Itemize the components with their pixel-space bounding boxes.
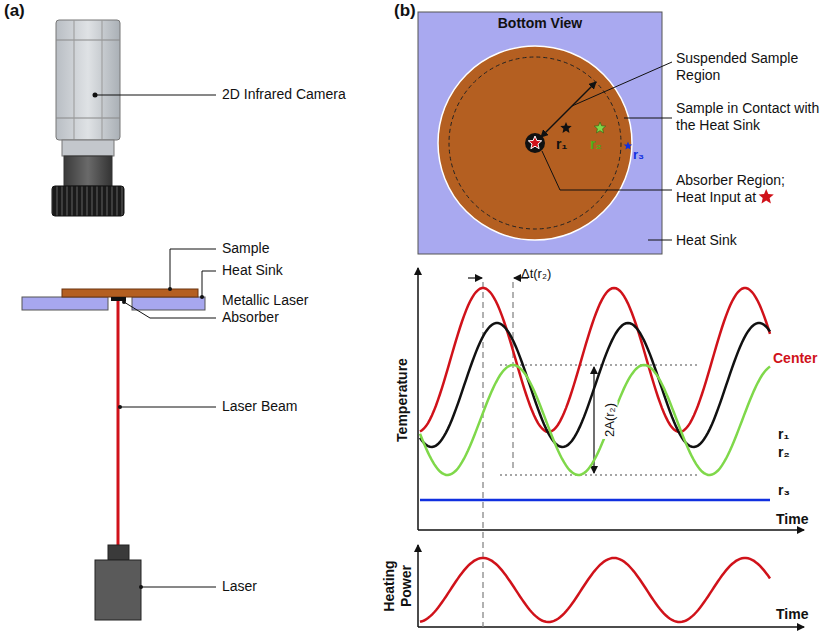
infrared-camera (52, 20, 216, 216)
contact-ring (438, 46, 632, 240)
dimension-label: 2A(r₂) (601, 401, 618, 439)
leader-lines (120, 249, 216, 587)
part-label: Suspended Sample Region (676, 50, 824, 84)
leader-lines (542, 62, 672, 240)
heat-sink (22, 297, 108, 310)
heat-sink (132, 297, 205, 310)
curve-label: r₂ (778, 444, 790, 461)
axis-label: Heating Power (381, 555, 415, 617)
curve-label: r₃ (778, 482, 790, 499)
part-label: Absorber Region; Heat Input at (676, 172, 816, 206)
curves (420, 288, 770, 622)
heat-input-star (528, 136, 541, 149)
panel-letter: (a) (4, 2, 25, 19)
bottom-view-panel: Bottom View (418, 12, 662, 254)
radius-arrow (541, 82, 596, 137)
suspended-boundary (449, 57, 621, 229)
dimension-arrows (468, 278, 594, 473)
part-label: Laser Beam (222, 398, 297, 415)
heat-input-star (759, 189, 774, 204)
position-label: r₁ (556, 136, 567, 153)
sample (62, 289, 198, 297)
curve-label: Center (773, 350, 817, 367)
curve-label: r₁ (778, 426, 789, 443)
position-label: r₂ (590, 136, 602, 153)
part-label: Metallic Laser Absorber (222, 292, 332, 326)
r3-curve (420, 499, 770, 502)
part-label: 2D Infrared Camera (222, 86, 402, 103)
stars (528, 122, 632, 150)
panel-letter: (b) (394, 2, 416, 19)
position-label: r₃ (633, 146, 644, 163)
laser (95, 545, 141, 620)
part-label: Heat Sink (222, 262, 283, 279)
panel-title: Bottom View (418, 12, 662, 31)
axis-label: Time (776, 606, 808, 623)
part-label: Sample in Contact with the Heat Sink (676, 100, 821, 134)
part-label: Sample (222, 240, 269, 257)
heat-sink-square (418, 12, 662, 254)
axis-label: Temperature (394, 358, 411, 442)
r2-curve (420, 365, 770, 475)
part-label: Laser (222, 578, 257, 595)
heating-power-curve (420, 558, 770, 622)
part-label: Heat Sink (676, 232, 737, 249)
r2-star (594, 122, 605, 133)
leader-dots (118, 287, 204, 589)
dimension-label: Δt(r₂) (521, 265, 551, 282)
laser-beam (117, 301, 120, 545)
r1-curve (420, 323, 770, 447)
r3-star (624, 142, 633, 150)
axis-label: Time (776, 511, 808, 528)
axes (418, 268, 804, 627)
r1-star (560, 122, 571, 133)
